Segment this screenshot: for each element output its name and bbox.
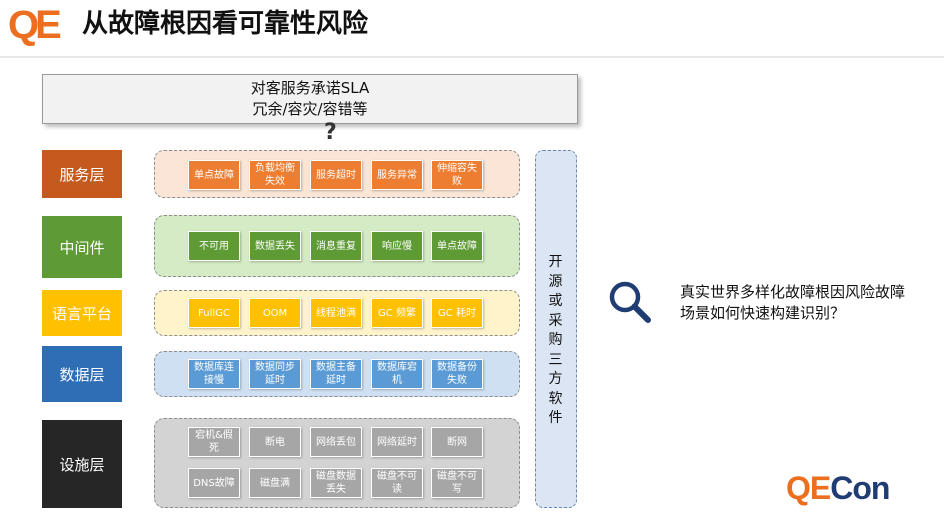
failure-chip: 磁盘数据丢失: [310, 468, 362, 498]
failure-chip: FullGC: [188, 298, 240, 328]
open-source-label: 开源或采购三方软件: [548, 254, 563, 426]
layer-label: 语言平台: [42, 290, 122, 336]
failure-chip: 线程池满: [310, 298, 362, 328]
failure-chip: 磁盘满: [249, 468, 301, 498]
failure-chip: 磁盘不可读: [371, 468, 423, 498]
failure-chip: GC 频繁: [371, 298, 423, 328]
failure-chip: DNS故障: [188, 468, 240, 498]
failure-chip: 单点故障: [431, 231, 483, 261]
failure-chip: 宕机&假死: [188, 427, 240, 457]
failure-chip: 数据同步延时: [249, 359, 301, 389]
question-text: 真实世界多样化故障根因风险故障场景如何快速构建识别？: [680, 283, 906, 322]
failure-chip: 数据库连接慢: [188, 359, 240, 389]
question-mark: ?: [324, 120, 337, 145]
layer-label: 数据层: [42, 346, 122, 402]
qe-logo: QE: [8, 3, 62, 47]
failure-chip: 不可用: [188, 231, 240, 261]
failure-chip: 单点故障: [188, 160, 240, 190]
failure-chip: GC 耗时: [431, 298, 483, 328]
layer-label: 服务层: [42, 150, 122, 198]
failure-chip: OOM: [249, 298, 301, 328]
sla-line-1: 对客服务承诺SLA: [250, 79, 370, 97]
brand-qe: QE: [786, 470, 831, 506]
failure-chip: 数据丢失: [249, 231, 301, 261]
layer-label: 中间件: [42, 216, 122, 278]
failure-chip: 数据备份失败: [431, 359, 483, 389]
open-source-box: 开源或采购三方软件: [535, 150, 577, 508]
layer-label: 设施层: [42, 420, 122, 508]
failure-chip: 数据主备延时: [310, 359, 362, 389]
brand-con: Con: [830, 470, 890, 506]
failure-chip: 响应慢: [371, 231, 423, 261]
sla-line-2: 冗余/容灾/容错等: [252, 100, 368, 118]
failure-chip: 消息重复: [310, 231, 362, 261]
page-title: 从故障根因看可靠性风险: [82, 9, 369, 39]
failure-chip: 服务异常: [371, 160, 423, 190]
failure-chip: 断网: [431, 427, 483, 457]
failure-chip: 网络延时: [371, 427, 423, 457]
failure-chip: 数据库宕机: [371, 359, 423, 389]
header-divider: [0, 56, 944, 58]
failure-chip: 断电: [249, 427, 301, 457]
sla-box: 对客服务承诺SLA 冗余/容灾/容错等: [42, 74, 578, 124]
qecon-logo: QECon: [786, 470, 890, 506]
failure-chip: 伸缩容失败: [431, 160, 483, 190]
failure-chip: 网络丢包: [310, 427, 362, 457]
failure-chip: 磁盘不可写: [431, 468, 483, 498]
failure-chip: 服务超时: [310, 160, 362, 190]
failure-chip: 负载均衡失效: [249, 160, 301, 190]
search-icon: [609, 281, 651, 323]
